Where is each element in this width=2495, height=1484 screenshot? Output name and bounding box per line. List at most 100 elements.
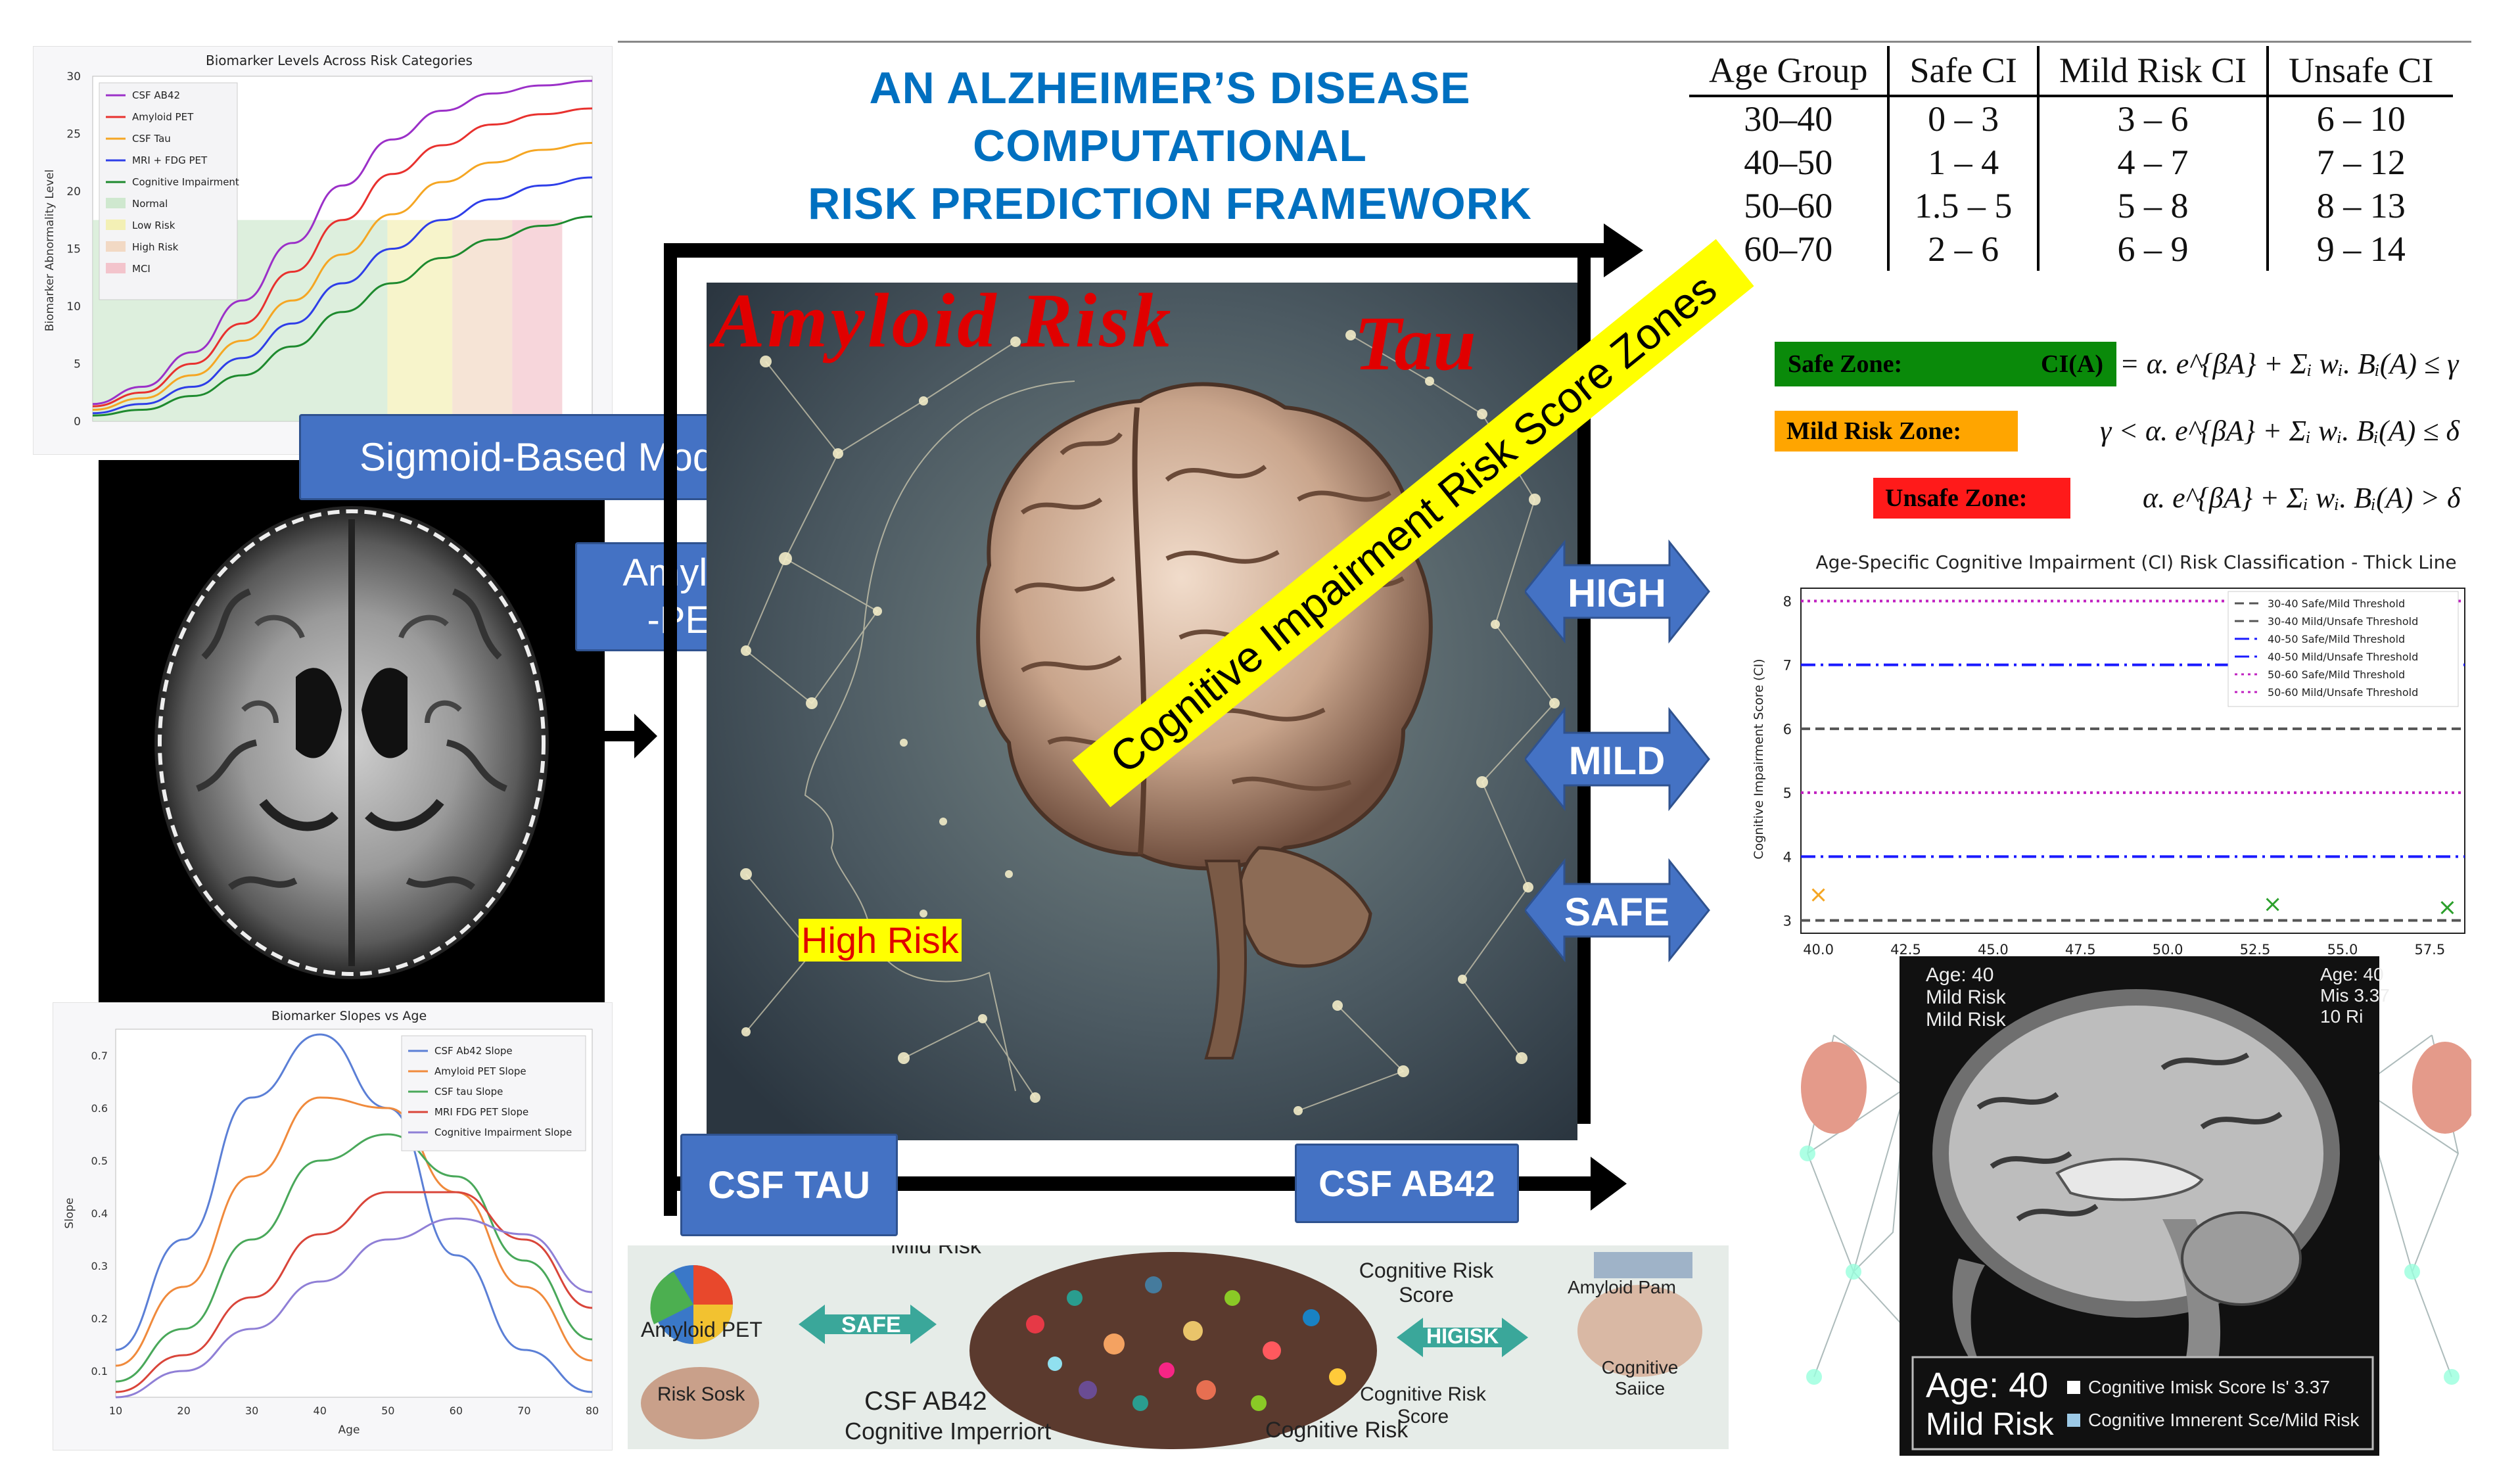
page-title: AN ALZHEIMER’S DISEASE COMPUTATIONAL RIS… (710, 59, 1630, 233)
table-cell: 30–40 (1744, 99, 1833, 139)
y-tick-label: 4 (1783, 849, 1792, 865)
x-tick-label: 60 (450, 1404, 463, 1417)
y-tick-label: 0 (74, 415, 81, 429)
legend-label: Normal (132, 198, 168, 210)
x-tick-label: 57.5 (2414, 942, 2445, 958)
table-cell: 3 – 6 (2036, 96, 2268, 141)
legend-label: High Risk (132, 241, 179, 253)
x-tick-label: 47.5 (2065, 942, 2096, 958)
ci-header-unsafe: Unsafe CI (2266, 46, 2454, 97)
table-cell: 6 – 10 (2266, 96, 2454, 141)
zone-arrows (1525, 539, 1710, 963)
x-axis-label: Age (338, 1424, 360, 1437)
y-tick-label: 0.6 (91, 1102, 108, 1115)
bottom-infographic: Mild Risk Amyloid PET SAFE Risk Sosk CSF… (628, 1245, 1729, 1449)
mild-label: MILD (1568, 739, 1666, 783)
y-tick-label: 25 (66, 128, 81, 141)
title-line-2: COMPUTATIONAL (973, 121, 1367, 171)
band-low-risk (387, 220, 453, 421)
legend-label: Low Risk (132, 220, 175, 231)
legend-label: 50-60 Mild/Unsafe Threshold (2268, 686, 2418, 699)
legend-label: MRI FDG PET Slope (434, 1106, 528, 1118)
csf-tau-label: CSF TAU (680, 1134, 898, 1236)
legend-label: MCI (132, 263, 151, 275)
legend-box (401, 1035, 586, 1151)
data-point (2440, 901, 2454, 915)
table-row: 50–60 1.5 – 5 5 – 8 8 – 13 (1689, 184, 2454, 227)
mri-legend-text-2: Cognitive Imnerent Sce/Mild Risk (2088, 1410, 2360, 1430)
table-row: 30–40 0 – 3 3 – 6 6 – 10 (1689, 96, 2454, 141)
legend-swatch (106, 241, 126, 252)
infographic-text-csf-ab42: CSF AB42 (864, 1387, 987, 1416)
x-tick-label: 80 (586, 1404, 599, 1417)
series-line-amyloid-pet-slope (115, 1096, 593, 1367)
safe-label: SAFE (1564, 890, 1670, 934)
y-tick-label: 0.5 (91, 1155, 108, 1167)
top-rule (618, 41, 2471, 43)
y-axis-label: Biomarker Abnormality Level (43, 170, 57, 332)
y-tick-label: 6 (1783, 722, 1792, 737)
mri-overlay-tr-line-3: 10 Ri (2320, 1006, 2364, 1027)
mri-arrow-line (598, 731, 638, 741)
x-tick-label: 40 (314, 1404, 327, 1417)
table-cell: 2 – 6 (1887, 227, 2038, 271)
high-label: HIGH (1568, 571, 1666, 615)
mri-axial-image (99, 460, 605, 1006)
mri-legend-text-1: Cognitive Imisk Score Is' 3.37 (2088, 1377, 2330, 1397)
table-cell: 40–50 (1744, 143, 1833, 182)
infographic-text-risk-sosk: Risk Sosk (657, 1383, 745, 1405)
legend-label: CSF Tau (132, 133, 171, 145)
mri-arrow-head (634, 714, 657, 758)
series-line-csf-tau-slope (115, 1133, 593, 1383)
infographic-text-cognitive-saiice: Cognitive Saiice (1601, 1357, 1679, 1399)
square-icon (2067, 1381, 2080, 1394)
legend-label: Amyloid PET Slope (434, 1065, 526, 1077)
title-line-1: AN ALZHEIMER’S DISEASE (869, 63, 1471, 113)
mri-bottom-age: Age: 40 (1926, 1366, 2049, 1405)
safe-zone-label: Safe Zone: CI(A) (1775, 342, 2116, 386)
table-cell: 6 – 9 (2036, 227, 2268, 271)
safe-zone-ci: CI(A) (2041, 350, 2103, 378)
x-tick-label: 45.0 (1978, 942, 2009, 958)
infographic-text-safe: SAFE (841, 1312, 901, 1337)
ci-table-wrapper: Age Group Safe CI Mild Risk CI Unsafe CI… (1689, 46, 2471, 271)
mri-bottom-risk: Mild Risk (1926, 1407, 2054, 1442)
bottom-arrow-head (1591, 1157, 1627, 1211)
csf-ab42-label: CSF AB42 (1295, 1144, 1519, 1223)
infographic-text-cognitive-risk: Cognitive Risk (1265, 1418, 1409, 1443)
title-line-3: RISK PREDICTION FRAMEWORK (808, 179, 1532, 229)
ci-header-age-group: Age Group (1689, 46, 1889, 97)
table-cell: 9 – 14 (2266, 227, 2454, 271)
series-line-csf-ab42-slope (115, 1033, 593, 1393)
tau-text: Tau (1354, 300, 1476, 386)
x-tick-label: 55.0 (2327, 942, 2358, 958)
mild-zone-formula: γ < α. e^{βA} + Σᵢ wᵢ. Bᵢ(A) ≤ δ (2100, 415, 2460, 447)
table-cell: 8 – 13 (2266, 184, 2454, 227)
high-risk-text: High Risk (799, 919, 962, 962)
y-axis-label: Cognitive Impairment Score (CI) (1752, 659, 1766, 859)
mri-overlay-tr-line-1: Age: 40 (2320, 964, 2384, 985)
x-tick-label: 70 (517, 1404, 530, 1417)
legend-label: MRI + FDG PET (132, 154, 208, 166)
y-tick-label: 5 (1783, 785, 1792, 801)
legend-label: 40-50 Mild/Unsafe Threshold (2268, 651, 2418, 663)
y-tick-label: 0.1 (91, 1365, 108, 1378)
band-high-risk (452, 220, 513, 421)
table-cell: 0 – 3 (1887, 96, 2038, 141)
legend-label: CSF tau Slope (434, 1086, 503, 1098)
x-tick-label: 42.5 (1890, 942, 1921, 958)
table-cell: 7 – 12 (2266, 141, 2454, 184)
x-tick-label: 52.5 (2240, 942, 2271, 958)
infographic-text-cognitive-imperriort: Cognitive Imperriort (845, 1418, 1052, 1445)
unsafe-zone-label: Unsafe Zone: (1873, 478, 2070, 519)
infographic-text-cognitive-risk-score-top: Cognitive Risk Score (1359, 1259, 1494, 1307)
y-tick-label: 0.7 (91, 1050, 108, 1062)
series-line-amyloid-pet (92, 107, 593, 407)
x-tick-label: 40.0 (1803, 942, 1834, 958)
top-arrow-line (664, 243, 1610, 258)
safe-zone-formula: = α. e^{βA} + Σᵢ wᵢ. Bᵢ(A) ≤ γ (2120, 348, 2459, 380)
top-arrow-head (1604, 223, 1643, 277)
